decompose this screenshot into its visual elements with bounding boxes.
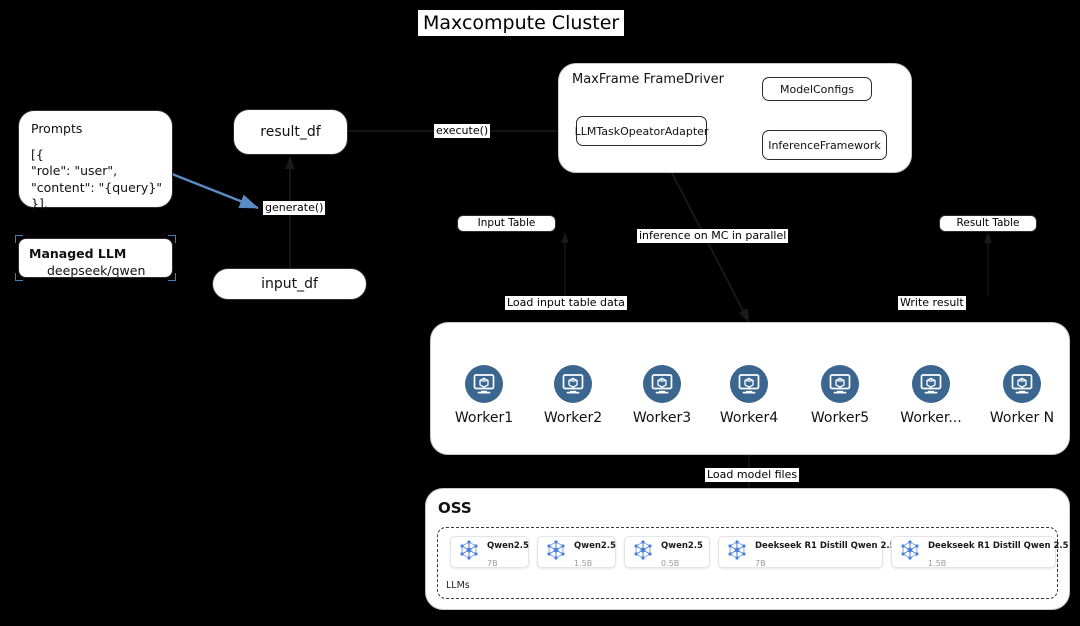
worker-label: Worker3 [632, 410, 692, 426]
monitor-icon [829, 374, 851, 394]
worker-icon [821, 365, 859, 403]
model-card[interactable]: Deekseek R1 Distill Qwen 2.5 1.5B [891, 536, 1069, 568]
worker-label: Worker2 [543, 410, 603, 426]
worker-node-4[interactable]: Worker4 [699, 365, 799, 426]
monitor-icon [651, 374, 673, 394]
prompts-box: Prompts [{ "role": "user", "content": "{… [18, 110, 173, 211]
worker-label: Worker1 [454, 410, 514, 426]
model-network-icon [728, 540, 746, 560]
worker-label: Worker5 [810, 410, 870, 426]
model-card[interactable]: Qwen2.5 1.5B [537, 536, 616, 568]
llms-group-box [437, 527, 1058, 599]
model-name: Qwen2.5 [661, 540, 703, 551]
worker-label: Worker N [989, 410, 1055, 426]
monitor-icon [562, 374, 584, 394]
worker-node-5[interactable]: Worker5 [790, 365, 890, 426]
label-generate: generate() [263, 201, 326, 215]
model-icon [458, 539, 480, 565]
worker-node-1[interactable]: Worker1 [434, 365, 534, 426]
model-size: 1.5B [574, 559, 593, 568]
worker-icon [554, 365, 592, 403]
selection-handle-bottom-left[interactable] [15, 273, 23, 281]
model-icon [632, 539, 654, 565]
page-title: Maxcompute Cluster [418, 10, 625, 36]
model-network-icon [547, 540, 565, 560]
framedriver-title: MaxFrame FrameDriver [572, 72, 725, 87]
monitor-icon [1011, 374, 1033, 394]
label-load-input-table-data: Load input table data [505, 296, 627, 310]
monitor-icon [738, 374, 760, 394]
model-card[interactable]: Qwen2.5 7B [450, 536, 529, 568]
tag-input-table: Input Table [457, 215, 556, 232]
prompts-header: Prompts [31, 121, 83, 136]
node-input-df[interactable]: input_df [212, 268, 367, 300]
label-inference-parallel: inference on MC in parallel [637, 229, 789, 243]
node-llmtask-adapter[interactable]: LLMTaskOpeatorAdapter [575, 116, 708, 146]
oss-title: OSS [438, 499, 472, 517]
prompts-body: [{ "role": "user", "content": "{query}" … [31, 146, 163, 212]
model-network-icon [634, 540, 652, 560]
model-name: Qwen2.5 [574, 540, 616, 551]
selection-handle-top-left[interactable] [15, 235, 23, 243]
tag-result-table: Result Table [939, 215, 1037, 232]
model-size: 7B [487, 559, 498, 568]
worker-node-2[interactable]: Worker2 [523, 365, 623, 426]
model-card[interactable]: Deekseek R1 Distill Qwen 2.5 7B [718, 536, 896, 568]
worker-node-7[interactable]: Worker N [972, 365, 1072, 426]
edge-prompts-to-generate [171, 172, 259, 210]
worker-label: Worker4 [719, 410, 779, 426]
worker-icon [912, 365, 950, 403]
model-icon [899, 539, 921, 565]
model-name: Qwen2.5 [487, 540, 529, 551]
selection-handle-top-right[interactable] [168, 235, 176, 243]
monitor-icon [920, 374, 942, 394]
label-execute: execute() [434, 124, 491, 138]
llms-group-label: LLMs [446, 580, 470, 591]
worker-icon [465, 365, 503, 403]
label-load-model-files: Load model files [705, 468, 800, 482]
worker-node-3[interactable]: Worker3 [612, 365, 712, 426]
managed-llm-box[interactable]: Managed LLM deepseek/qwen [15, 235, 176, 281]
model-network-icon [460, 540, 478, 560]
node-result-df[interactable]: result_df [233, 109, 348, 155]
model-card[interactable]: Qwen2.5 0.5B [624, 536, 710, 568]
model-network-icon [901, 540, 919, 560]
model-size: 7B [755, 559, 766, 568]
node-model-configs[interactable]: ModelConfigs [762, 77, 872, 101]
model-name: Deekseek R1 Distill Qwen 2.5 [928, 540, 1069, 551]
selection-handle-bottom-right[interactable] [168, 273, 176, 281]
model-size: 1.5B [928, 559, 947, 568]
managed-llm-title: Managed LLM [29, 246, 127, 261]
model-size: 0.5B [661, 559, 680, 568]
monitor-icon [473, 374, 495, 394]
worker-icon [643, 365, 681, 403]
node-inference-framework[interactable]: InferenceFramework [762, 130, 887, 160]
model-icon [726, 539, 748, 565]
label-write-result: Write result [898, 296, 966, 310]
model-name: Deekseek R1 Distill Qwen 2.5 [755, 540, 896, 551]
worker-icon [730, 365, 768, 403]
worker-node-6[interactable]: Worker... [881, 365, 981, 426]
worker-label: Worker... [900, 410, 962, 426]
model-icon [545, 539, 567, 565]
worker-icon [1003, 365, 1041, 403]
managed-llm-value: deepseek/qwen [47, 263, 146, 278]
